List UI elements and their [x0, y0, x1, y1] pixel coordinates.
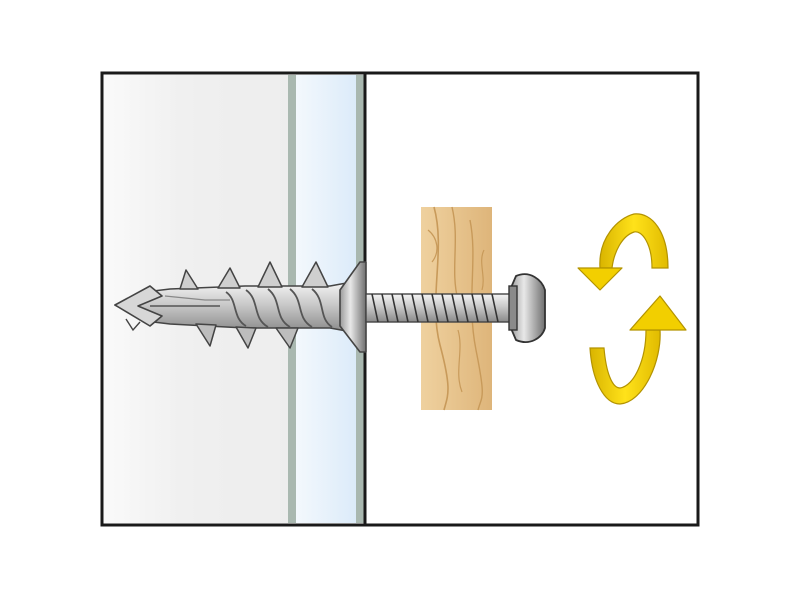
screw-icon — [365, 273, 546, 343]
anchor-icon — [114, 261, 367, 353]
rotate-clockwise-icon — [577, 213, 687, 405]
